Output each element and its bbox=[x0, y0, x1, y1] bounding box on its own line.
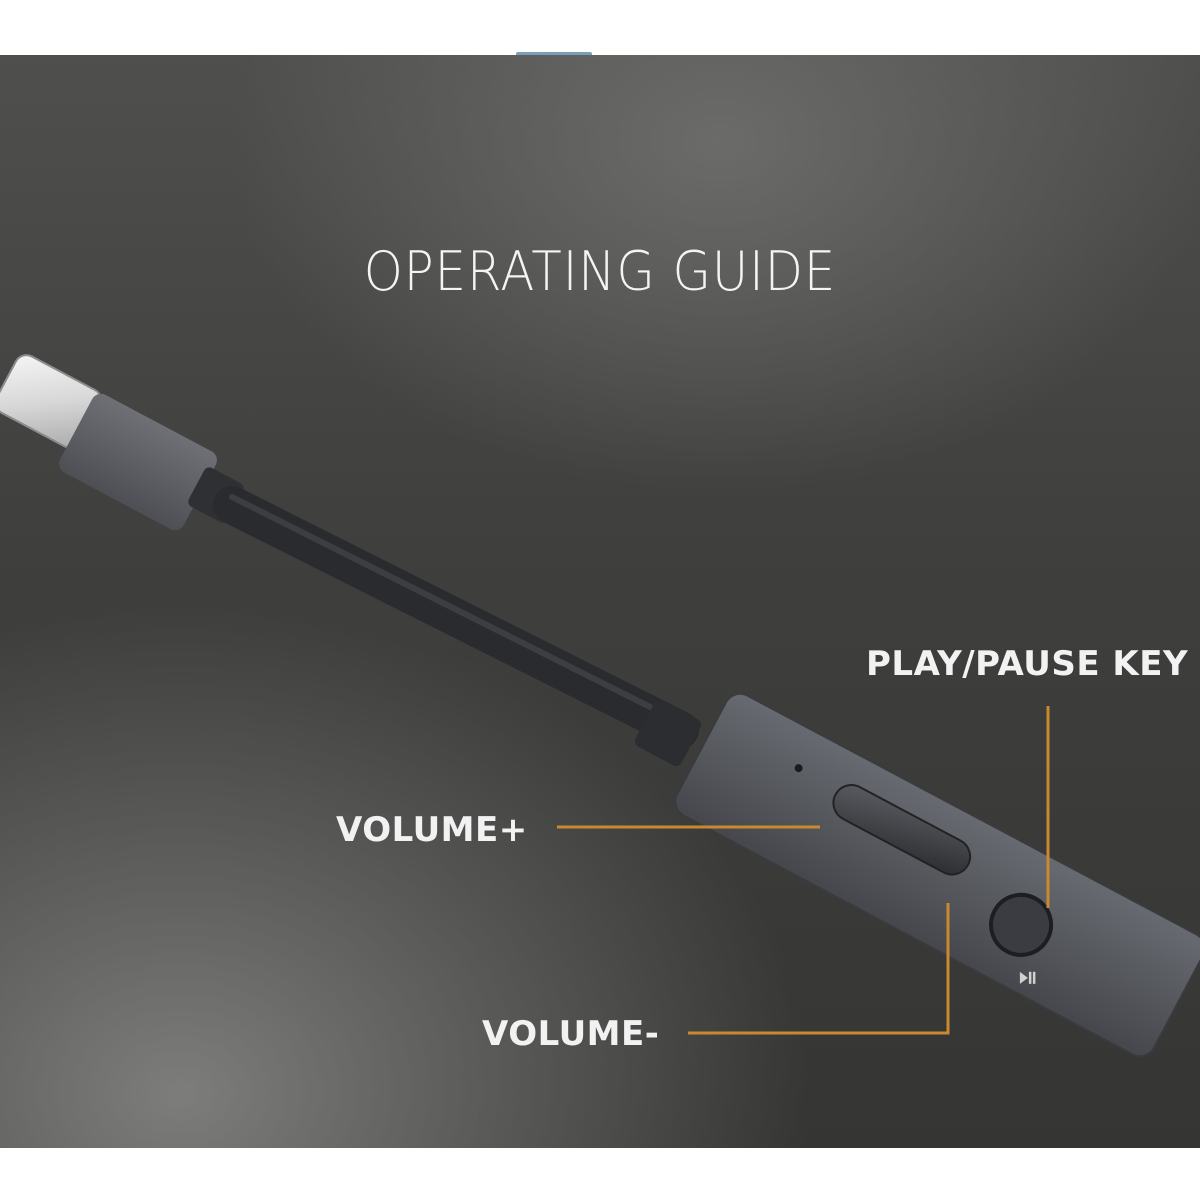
top-tab-accent bbox=[516, 52, 592, 57]
dac-body bbox=[674, 692, 1200, 1058]
indicator-led bbox=[794, 764, 803, 773]
volume-up-label: VOLUME+ bbox=[336, 810, 528, 850]
callout-lines bbox=[557, 706, 1050, 1035]
volume-down-label: VOLUME- bbox=[482, 1014, 660, 1054]
play-pause-button[interactable] bbox=[980, 884, 1061, 965]
page-title: OPERATING GUIDE bbox=[363, 240, 837, 303]
play-pause-icon bbox=[1019, 971, 1036, 984]
usb-c-plug-icon bbox=[0, 354, 244, 531]
cable bbox=[213, 486, 699, 749]
play-pause-label: PLAY/PAUSE KEY bbox=[866, 644, 1189, 684]
callout-volume-down bbox=[688, 903, 950, 1035]
volume-rocker[interactable] bbox=[827, 779, 976, 881]
